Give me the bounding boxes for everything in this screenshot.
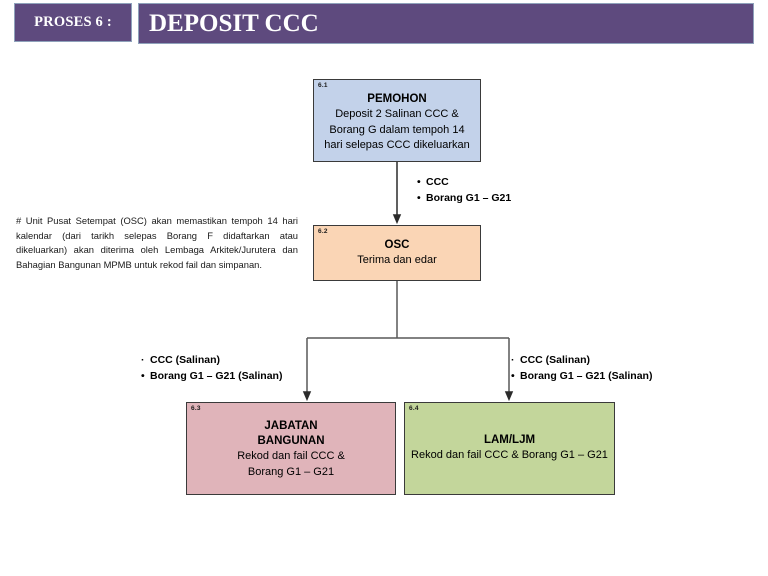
bullet-icon: • [417, 176, 421, 188]
flow-label-text: Borang G1 – G21 [426, 192, 512, 204]
flow-label-osc-lam: · CCC (Salinan) • Borang G1 – G21 (Salinan… [511, 352, 652, 384]
flow-label-text: CCC [426, 176, 449, 188]
bullet-icon: · [511, 354, 515, 366]
flow-label-text: CCC (Salinan) [520, 354, 591, 366]
step-number-6-4: 6.4 [409, 405, 419, 412]
bullet-icon: • [141, 370, 145, 382]
step-number-6-2: 6.2 [318, 228, 328, 235]
header-process-badge: PROSES 6 : [14, 3, 132, 42]
flow-label-text: CCC (Salinan) [150, 354, 221, 366]
process-box-jabatan-bangunan[interactable]: 6.3 JABATAN BANGUNAN Rekod dan fail CCC … [186, 402, 396, 495]
flow-label-item: • CCC [417, 174, 511, 190]
bullet-icon: · [141, 354, 145, 366]
header-title-band: DEPOSIT CCC [138, 3, 754, 44]
header-process-label: PROSES 6 : [34, 14, 112, 30]
process-body-line: hari selepas CCC dikeluarkan [324, 139, 470, 151]
process-body-pemohon: Deposit 2 Salinan CCC & Borang G dalam t… [319, 107, 475, 154]
process-body-lam-ljm: Rekod dan fail CCC & Borang G1 – G21 [411, 449, 608, 462]
step-number-6-3: 6.3 [191, 405, 201, 412]
flow-label-item: · CCC (Salinan) [511, 352, 652, 368]
flow-label-text: Borang G1 – G21 (Salinan) [520, 370, 653, 382]
process-body-jabatan-bangunan: Rekod dan fail CCC & Borang G1 – G21 [232, 449, 350, 480]
flow-label-item: · CCC (Salinan) [141, 352, 282, 368]
flow-label-osc-jabatan: · CCC (Salinan) • Borang G1 – G21 (Salinan… [141, 352, 282, 384]
process-box-pemohon[interactable]: 6.1 PEMOHON Deposit 2 Salinan CCC & Bora… [313, 79, 481, 162]
flow-label-pemohon-osc: • CCC • Borang G1 – G21 [417, 174, 511, 206]
process-box-osc[interactable]: 6.2 OSC Terima dan edar [313, 225, 481, 281]
process-title-line: BANGUNAN [257, 435, 325, 447]
process-title-osc: OSC [384, 238, 410, 251]
bullet-icon: • [417, 192, 421, 204]
process-title-lam-ljm: LAM/LJM [483, 434, 536, 447]
flow-label-item: • Borang G1 – G21 (Salinan) [511, 368, 652, 384]
process-body-line: Rekod dan fail CCC & [237, 450, 345, 462]
process-body-line: Borang G1 – G21 [247, 465, 335, 478]
step-number-6-1: 6.1 [318, 82, 328, 89]
process-body-osc: Terima dan edar [357, 253, 437, 266]
flow-label-item: • Borang G1 – G21 (Salinan) [141, 368, 282, 384]
process-box-lam-ljm[interactable]: 6.4 LAM/LJM Rekod dan fail CCC & Borang … [404, 402, 615, 495]
bullet-icon: • [511, 370, 515, 382]
flow-label-item: • Borang G1 – G21 [417, 190, 511, 206]
process-title-pemohon: PEMOHON [367, 93, 427, 105]
flow-label-text: Borang G1 – G21 (Salinan) [150, 370, 283, 382]
process-body-line: Deposit 2 Salinan CCC & [335, 108, 459, 120]
process-title-jabatan-bangunan: JABATAN BANGUNAN [257, 419, 324, 449]
process-body-line: Borang G dalam tempoh 14 [329, 123, 465, 136]
page-title: DEPOSIT CCC [149, 9, 319, 37]
process-title-line: JABATAN [264, 420, 318, 432]
side-note-osc: # Unit Pusat Setempat (OSC) akan memasti… [16, 215, 298, 270]
